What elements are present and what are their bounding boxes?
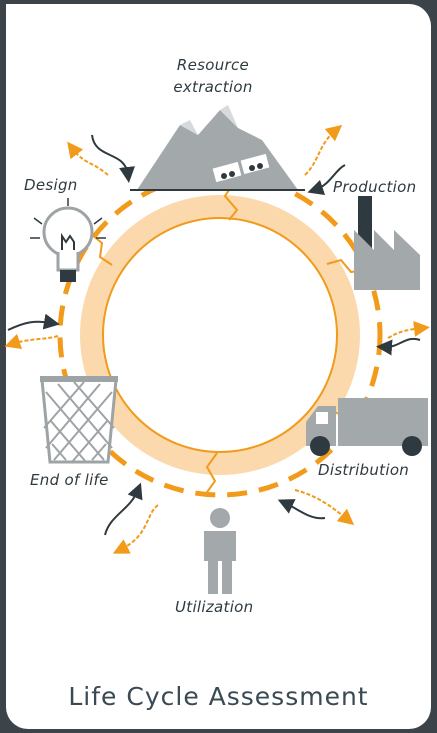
- divider-design: [91, 234, 113, 266]
- page-title: Life Cycle Assessment: [68, 682, 369, 711]
- light-bulb-icon: [30, 198, 106, 282]
- input-arrow-top-left: [91, 134, 135, 183]
- label-production: Production: [333, 178, 417, 196]
- trash-basket-icon: [40, 376, 118, 464]
- mountain-icon: [130, 105, 305, 191]
- factory-icon: [354, 196, 420, 290]
- input-arrow-bottom-left: [104, 482, 143, 536]
- output-arrow-production: [304, 124, 343, 176]
- output-arrow-right: [387, 320, 430, 339]
- output-arrow-left: [4, 333, 59, 350]
- output-arrow-bottom-right: [294, 489, 355, 526]
- label-end-of-life: End of life: [30, 471, 109, 489]
- label-design: Design: [24, 176, 78, 194]
- truck-icon: [306, 398, 428, 456]
- input-arrow-production: [307, 164, 346, 196]
- input-arrow-left: [7, 313, 60, 331]
- divider-bottom: [204, 452, 218, 496]
- flow-arrows: [4, 124, 430, 554]
- label-distribution: Distribution: [318, 461, 410, 479]
- label-utilization: Utilization: [175, 598, 254, 616]
- output-arrow-bottom-left: [112, 504, 159, 554]
- life-cycle-ring: [57, 172, 383, 498]
- input-arrow-bottom-right: [277, 499, 326, 520]
- input-arrow-right: [376, 337, 421, 356]
- ring-inner-circle: [102, 217, 338, 453]
- person-icon: [204, 508, 236, 594]
